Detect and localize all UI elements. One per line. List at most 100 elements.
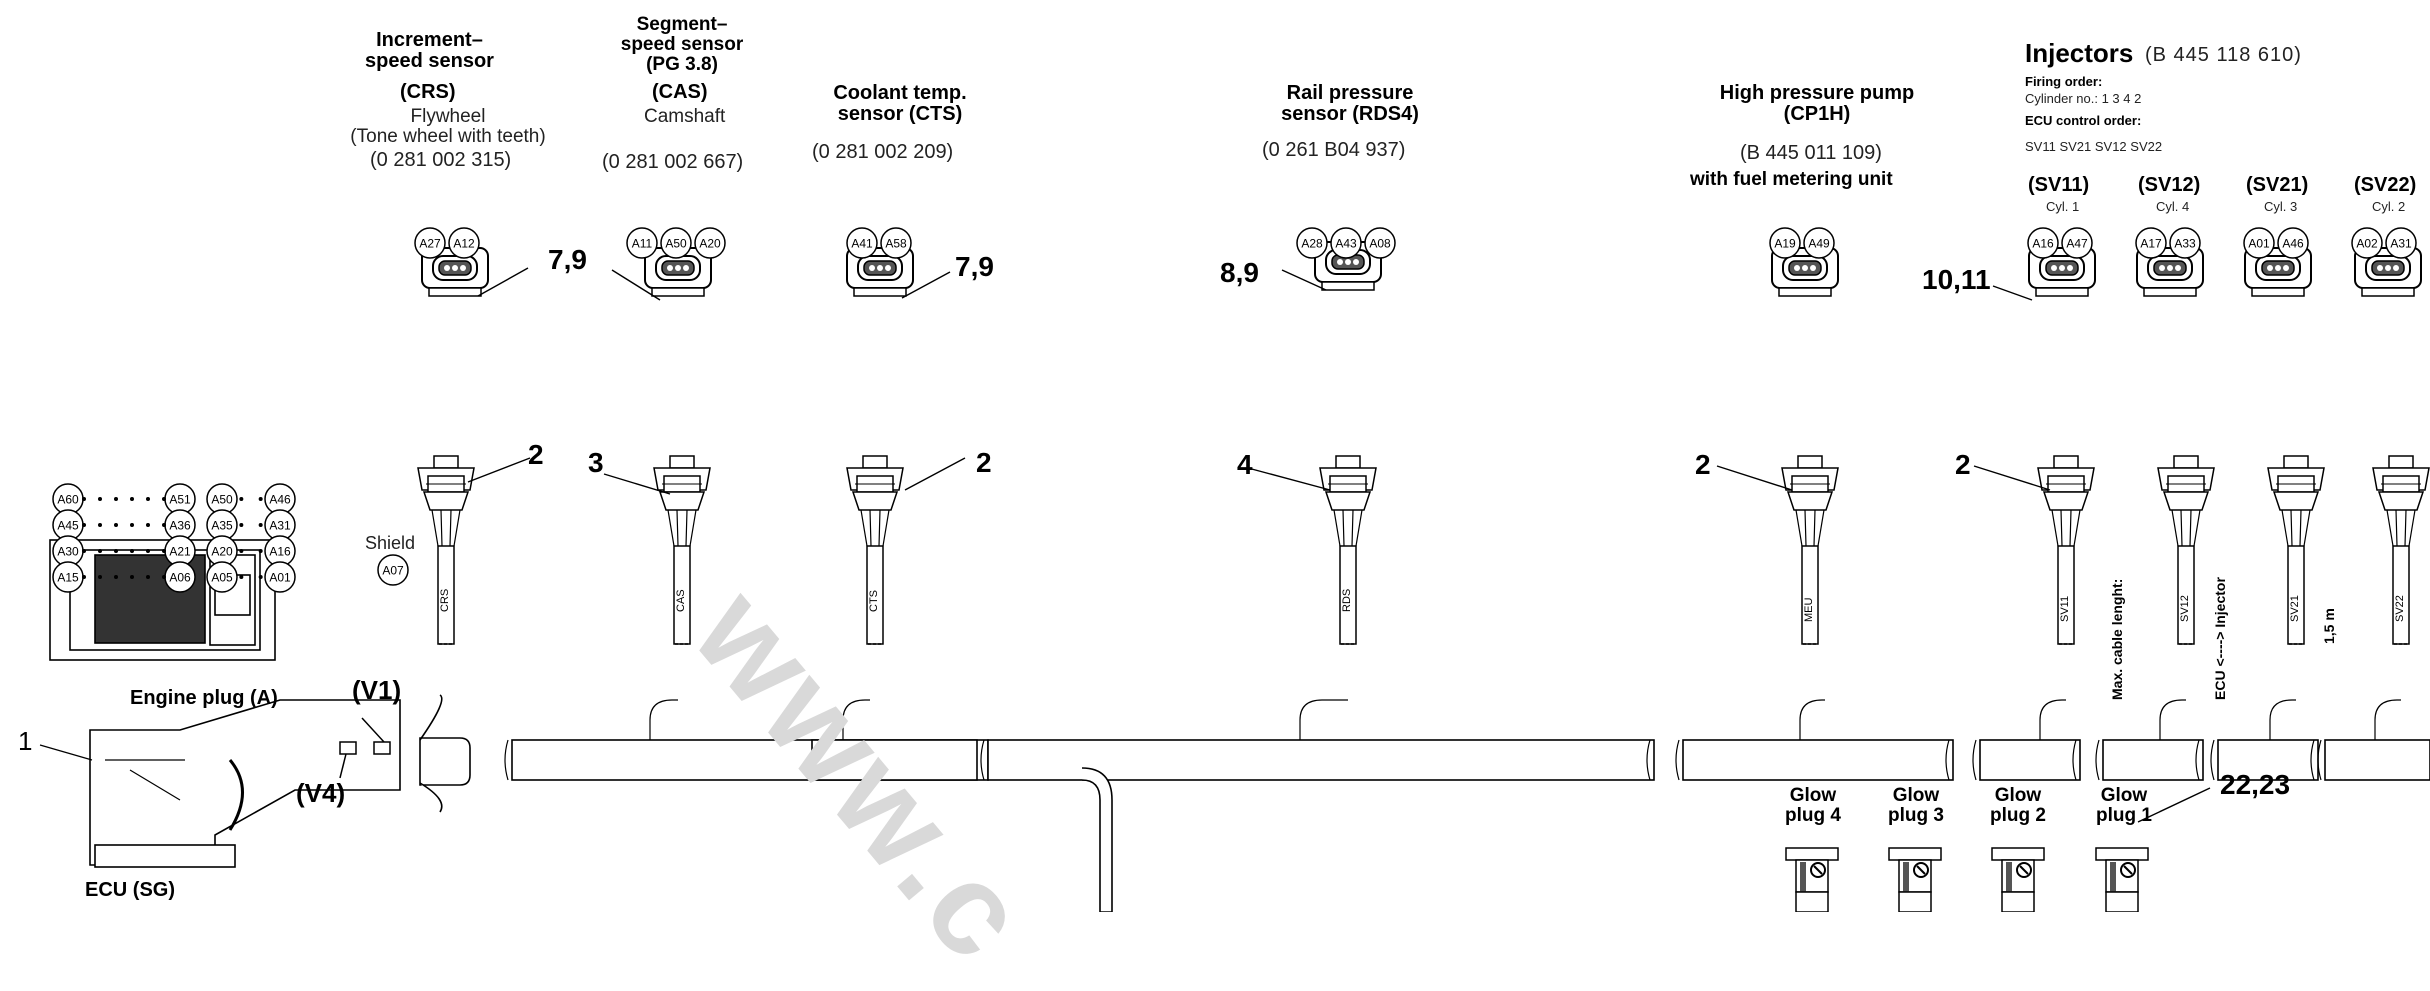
sv22-pin-circle	[2351, 227, 2383, 259]
pin-link-dot	[130, 497, 134, 501]
pin-link-dot	[98, 497, 102, 501]
sv11-pin: A47	[2066, 237, 2088, 251]
ecu-control-order-label: ECU control order:	[2025, 113, 2142, 128]
injector-sv12-cylinder: Cyl. 4	[2156, 199, 2190, 214]
rds-pin-circle	[1330, 227, 1362, 259]
cas-pin: A11	[632, 237, 653, 251]
pin-link-dot	[239, 575, 244, 579]
wire-label-sv22: SV22	[2394, 595, 2406, 622]
sv21-pin: A46	[2282, 237, 2304, 251]
rds-plug-ref: 4	[1237, 449, 1253, 480]
cts-ref-number: 7,9	[955, 251, 994, 282]
ecu-pin: A01	[269, 571, 291, 585]
wire-label-meu: MEU	[1803, 597, 1815, 622]
crs-part-number: (0 281 002 315)	[370, 149, 512, 171]
cas-pin-circle	[694, 227, 726, 259]
glow-plug-4-label: Glow plug 4	[1785, 785, 1841, 826]
rds-pin-circle	[1364, 227, 1396, 259]
pin-link-dot	[130, 523, 134, 527]
ecu-pin: A31	[269, 519, 291, 533]
pump-pin: A19	[1774, 237, 1796, 251]
injector-sv11-code: (SV11)	[2028, 174, 2090, 196]
sv21-pin-circle	[2277, 227, 2309, 259]
cts-plug-ref: 2	[976, 447, 992, 478]
crs-pin-circle	[414, 227, 446, 259]
pin-link-dot	[98, 549, 102, 553]
pin-link-dot	[146, 575, 150, 579]
pin-link-dot	[130, 575, 134, 579]
ecu-pin: A36	[169, 519, 191, 533]
pin-link-dot	[162, 549, 166, 553]
glow-plug-2-label: Glow plug 2	[1990, 785, 2046, 826]
injectors-plug-ref: 2	[1955, 449, 1971, 480]
ecu-pin-circle	[206, 561, 238, 593]
wire-label-rds: RDS	[1341, 588, 1353, 612]
wire-label-sv11: SV11	[2059, 595, 2071, 622]
v1-label: (V1)	[352, 675, 402, 705]
pin-link-dot	[258, 497, 263, 501]
pin-link-dot	[162, 523, 166, 527]
ecu-pin: A51	[169, 493, 191, 507]
cts-pin-circle	[880, 227, 912, 259]
rds-part-number: (0 261 B04 937)	[1262, 139, 1406, 161]
sv21-pin: A01	[2248, 237, 2270, 251]
pump-pin: A49	[1808, 237, 1830, 251]
sv11-pin: A16	[2032, 237, 2054, 251]
shield-pin-circle	[377, 554, 409, 586]
sv12-pin-circle	[2169, 227, 2201, 259]
ecu-pin: A20	[211, 545, 233, 559]
pump-pin-circle	[1803, 227, 1835, 259]
ecu-ref-number: 1	[18, 726, 33, 756]
injector-sv22-code: (SV22)	[2354, 174, 2417, 196]
injector-sv11-cylinder: Cyl. 1	[2046, 199, 2080, 214]
pin-link-dot	[114, 523, 118, 527]
pin-link-dot	[162, 497, 166, 501]
ecu-control-order-value: SV11 SV21 SV12 SV22	[2025, 139, 2163, 154]
ecu-pin: A16	[269, 545, 291, 559]
wire-label-sv21: SV21	[2289, 595, 2301, 622]
ecu-pin: A35	[211, 519, 233, 533]
crs-code: (CRS)	[400, 81, 456, 103]
crs-plug-ref: 2	[528, 439, 544, 470]
pin-link-dot	[82, 523, 86, 527]
sv12-pin-circle	[2135, 227, 2167, 259]
cas-pin: A20	[699, 237, 721, 251]
cts-pin: A58	[885, 237, 907, 251]
crs-title: Increment– speed sensor	[365, 29, 494, 72]
pin-link-dot	[114, 575, 118, 579]
injector-sv21-code: (SV21)	[2246, 174, 2309, 196]
rds-title: Rail pressure sensor (RDS4)	[1281, 82, 1419, 125]
pin-link-dot	[98, 523, 102, 527]
injector-sv22-cylinder: Cyl. 2	[2372, 199, 2406, 214]
sv11-pin-circle	[2061, 227, 2093, 259]
glow-plug-1-label: Glow plug 1	[2096, 785, 2152, 826]
pin-link-dot	[82, 575, 86, 579]
pump-pin-circle	[1769, 227, 1801, 259]
pin-link-dot	[239, 523, 244, 527]
wire-label-cts: CTS	[868, 590, 880, 612]
sv22-pin: A02	[2356, 237, 2378, 251]
firing-order-label: Firing order:	[2025, 74, 2103, 89]
sv12-pin: A33	[2174, 237, 2196, 251]
pin-link-dot	[146, 497, 150, 501]
pin-link-dot	[258, 523, 263, 527]
cts-title: Coolant temp. sensor (CTS)	[833, 82, 967, 125]
ecu-pin: A45	[57, 519, 79, 533]
crs-pin: A27	[419, 237, 441, 251]
ecu-pin: A15	[57, 571, 79, 585]
rds-ref-number: 8,9	[1220, 257, 1259, 288]
cts-part-number: (0 281 002 209)	[812, 141, 954, 163]
pin-link-dot	[82, 497, 86, 501]
cas-pin-circle	[660, 227, 692, 259]
ecu-pin: A60	[57, 493, 79, 507]
ecu-pin: A05	[211, 571, 233, 585]
ecu-pin: A21	[169, 545, 191, 559]
pin-link-dot	[258, 549, 263, 553]
wire-label-cas: CAS	[675, 589, 687, 612]
engine-plug-label: Engine plug (A)	[130, 687, 278, 709]
crs-pin: A12	[453, 237, 475, 251]
sv12-pin: A17	[2140, 237, 2162, 251]
cable-note-max-length: Max. cable lenght:	[2109, 578, 2125, 700]
rds-pin: A28	[1301, 237, 1323, 251]
